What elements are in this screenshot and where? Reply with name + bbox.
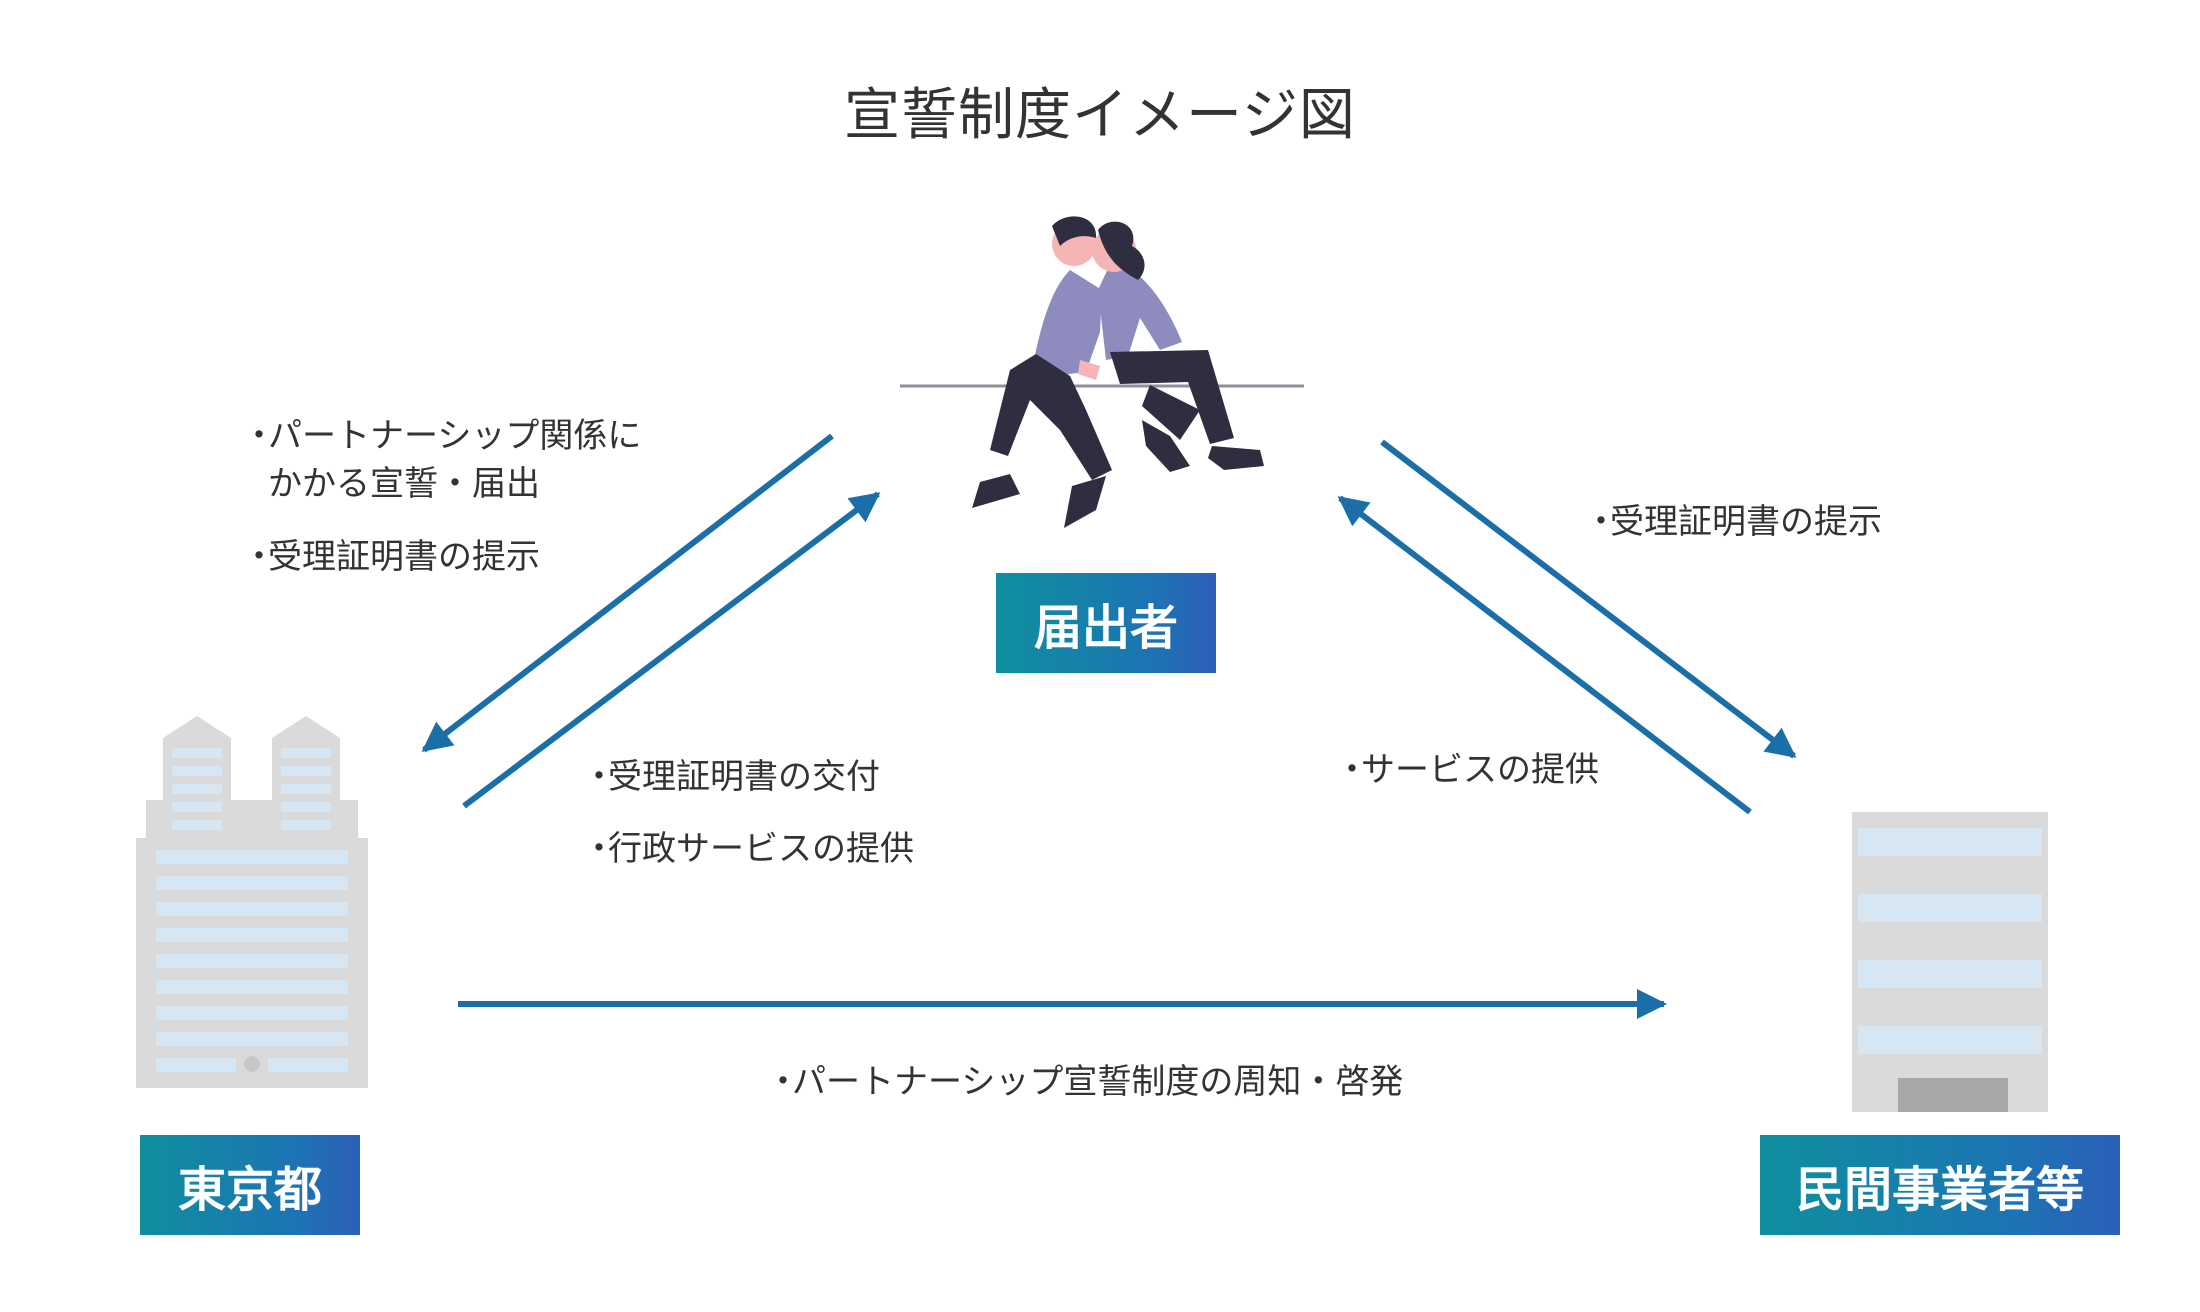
note-admin-service-text: 行政サービスの提供 bbox=[608, 829, 914, 869]
arrow-filer-to-business bbox=[1380, 439, 1797, 759]
note-service-provision-text: サービスの提供 bbox=[1361, 750, 1599, 790]
diagram-title: 宣誓制度イメージ図 bbox=[844, 83, 1356, 148]
bullet: ・ bbox=[582, 829, 616, 869]
note-present-certificate-business: ・受理証明書の提示 bbox=[1584, 498, 1882, 546]
bullet: ・ bbox=[242, 416, 276, 456]
note-present-certificate-tokyo-text: 受理証明書の提示 bbox=[268, 537, 540, 577]
note-awareness-text: パートナーシップ宣誓制度の周知・啓発 bbox=[792, 1062, 1404, 1102]
bullet: ・ bbox=[766, 1062, 800, 1102]
note-declaration-line1: パートナーシップ関係に bbox=[268, 416, 642, 456]
note-issue-certificate-text: 受理証明書の交付 bbox=[608, 757, 880, 797]
note-present-certificate-tokyo: ・受理証明書の提示 bbox=[242, 533, 540, 581]
bullet: ・ bbox=[582, 757, 616, 797]
tokyo-building-icon bbox=[136, 716, 368, 1088]
bullet: ・ bbox=[1584, 502, 1618, 542]
note-admin-service: ・行政サービスの提供 bbox=[582, 825, 914, 873]
arrow-tokyo-to-filer bbox=[462, 491, 881, 809]
arrow-business-to-filer bbox=[1337, 495, 1752, 815]
note-service-provision: ・サービスの提供 bbox=[1335, 746, 1599, 794]
office-building-icon bbox=[1852, 812, 2048, 1112]
filer-label: 届出者 bbox=[996, 573, 1216, 673]
note-declaration: ・パートナーシップ関係に かかる宣誓・届出 bbox=[242, 412, 641, 508]
business-label: 民間事業者等 bbox=[1760, 1135, 2120, 1235]
two-people-icon bbox=[900, 216, 1304, 528]
tokyo-label: 東京都 bbox=[140, 1135, 360, 1235]
bullet: ・ bbox=[1335, 750, 1369, 790]
bullet: ・ bbox=[242, 537, 276, 577]
note-issue-certificate: ・受理証明書の交付 bbox=[582, 753, 880, 801]
note-present-certificate-business-text: 受理証明書の提示 bbox=[1610, 502, 1882, 542]
note-awareness: ・パートナーシップ宣誓制度の周知・啓発 bbox=[766, 1058, 1403, 1106]
arrow-filer-to-tokyo bbox=[421, 433, 834, 753]
note-declaration-line2: かかる宣誓・届出 bbox=[268, 464, 540, 504]
